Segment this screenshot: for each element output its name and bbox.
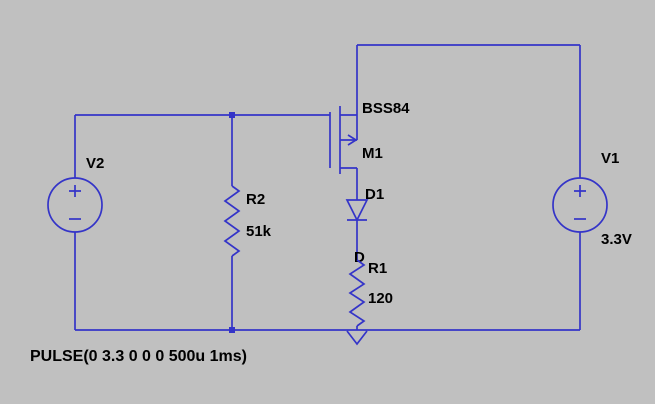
- m1-arrow-icon: [347, 134, 358, 146]
- r2-zigzag: [223, 185, 241, 257]
- r1-label[interactable]: R1: [368, 260, 387, 277]
- diode-d1[interactable]: [345, 199, 369, 222]
- d1-label[interactable]: D1: [365, 186, 384, 203]
- resistor-r1[interactable]: [348, 259, 366, 327]
- v1-label[interactable]: V1: [601, 150, 619, 167]
- r2-label[interactable]: R2: [246, 191, 265, 208]
- r1-zigzag: [348, 259, 366, 327]
- pulse-directive[interactable]: PULSE(0 3.3 0 0 0 500u 1ms): [30, 348, 247, 365]
- v2-plus-icon: [69, 185, 81, 197]
- junction-dot-r2-top: [229, 112, 235, 118]
- mosfet-m1[interactable]: [329, 106, 358, 174]
- v1-circle: [552, 177, 608, 233]
- m1-label[interactable]: M1: [362, 145, 383, 162]
- v1-value[interactable]: 3.3V: [601, 231, 632, 248]
- junction-dot-r2-bottom: [229, 327, 235, 333]
- d1-triangle: [345, 199, 369, 222]
- v2-label[interactable]: V2: [86, 155, 104, 172]
- m1-model[interactable]: BSS84: [362, 100, 410, 117]
- resistor-r2[interactable]: [223, 185, 241, 257]
- v2-circle: [47, 177, 103, 233]
- ground-arrow-icon[interactable]: [346, 330, 368, 346]
- d1-model[interactable]: D: [354, 249, 365, 266]
- r1-value[interactable]: 120: [368, 290, 393, 307]
- voltage-source-v2[interactable]: [47, 177, 103, 233]
- v1-plus-icon: [574, 185, 586, 197]
- voltage-source-v1[interactable]: [552, 177, 608, 233]
- r2-value[interactable]: 51k: [246, 223, 272, 240]
